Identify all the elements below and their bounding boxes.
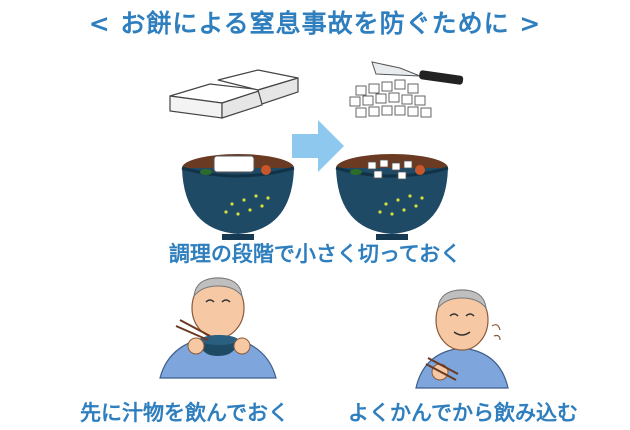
caption-drink-soup: 先に汁物を飲んでおく <box>80 401 289 425</box>
page-title: < お餅による窒息事故を防ぐために > <box>88 9 542 38</box>
caption-chew-well: よくかんでから飲み込む <box>348 401 578 425</box>
arrow-right-icon <box>292 120 344 172</box>
caption-cut-small: 調理の段階で小さく切っておく <box>168 242 462 266</box>
elderly-man-chewing <box>415 289 509 389</box>
whole-mochi-illustration <box>169 69 299 119</box>
soup-bowl-cut-mochi <box>335 154 449 240</box>
elderly-man-drinking-soup <box>159 277 277 379</box>
cut-mochi-illustration <box>349 61 464 118</box>
soup-bowl-whole-mochi <box>181 154 295 240</box>
